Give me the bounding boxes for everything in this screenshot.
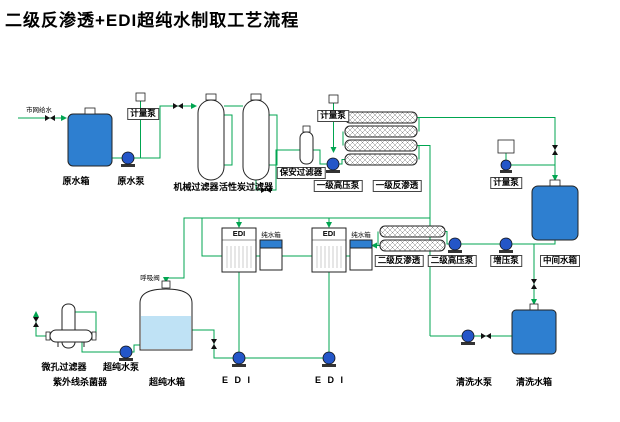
valve-icon <box>45 115 55 121</box>
valve-icon <box>261 187 271 193</box>
valve-icon <box>552 145 558 155</box>
security-filter-label: 保安过滤器 <box>276 167 326 179</box>
metering-pump-right-symbol <box>500 159 512 173</box>
pipe <box>192 329 233 359</box>
pipe <box>132 344 140 353</box>
edi-pump-2-symbol <box>322 351 336 367</box>
valve-icon <box>531 279 537 289</box>
pipe <box>224 114 233 166</box>
pipe <box>512 240 556 245</box>
booster-pump-label: 增压泵 <box>490 255 522 267</box>
ultrapure-water-tank <box>139 280 193 351</box>
pure-tank-1-label: 纯水箱 <box>261 232 281 239</box>
pipe <box>339 159 345 165</box>
metering-pump-mid-label: 计量泵 <box>317 110 349 122</box>
pure-tank-2-label: 纯水箱 <box>351 232 371 239</box>
micro-filter-unit <box>45 329 97 347</box>
valve-icon <box>211 339 217 349</box>
stage2-ro-membranes <box>379 225 446 252</box>
ultrapure-pump-symbol <box>119 345 133 361</box>
carbon-filter-label: 活性炭过滤器 <box>218 182 274 192</box>
cleaning-tank-label: 清洗水箱 <box>515 377 553 387</box>
mechanical-filter <box>197 93 225 181</box>
pipe <box>255 149 300 191</box>
edi-unit-2-label: EDI <box>322 229 336 238</box>
edi-unit-1 <box>221 227 257 273</box>
intermediate-tank <box>531 179 579 241</box>
stage2-ro-label: 二级反渗透 <box>374 255 424 267</box>
stage2-hp-pump-symbol <box>448 237 462 253</box>
raw-water-tank-label: 原水箱 <box>62 176 90 186</box>
pure-water-tank-2 <box>349 239 373 271</box>
edi-unit-1-label: EDI <box>232 229 246 238</box>
pipe <box>417 117 558 181</box>
cleaning-pump-label: 清洗水泵 <box>455 377 493 387</box>
raw-water-tank <box>67 107 113 167</box>
edi-system-1-label: E D I <box>221 375 253 385</box>
metering-pump-right-label: 计量泵 <box>490 177 522 189</box>
cleaning-tank <box>511 303 557 355</box>
pipe-network <box>18 101 558 359</box>
stage1-hp-pump-label: 一级高压泵 <box>313 180 363 192</box>
uv-sterilizer-label: 紫外线杀菌器 <box>52 377 108 387</box>
ultrapure-pump-label: 超纯水泵 <box>102 362 140 372</box>
stage1-hp-pump-symbol <box>326 157 340 173</box>
ultrapure-tank-label: 超纯水箱 <box>148 377 186 387</box>
pure-water-tank-1 <box>259 239 283 271</box>
pipe <box>163 217 202 283</box>
valve-icon <box>481 333 491 339</box>
raw-water-pump-label: 原水泵 <box>117 176 145 186</box>
page-title: 二级反渗透+EDI超纯水制取工艺流程 <box>5 11 300 30</box>
micro-filter-label: 微孔过滤器 <box>41 362 87 372</box>
booster-pump-symbol <box>499 237 513 253</box>
stage1-ro-label: 一级反渗透 <box>372 180 422 192</box>
intermediate-tank-label: 中间水箱 <box>539 255 581 267</box>
valve-icon <box>173 103 183 109</box>
valve-icon <box>33 317 39 327</box>
edi-unit-2 <box>311 227 347 273</box>
pipe <box>269 114 278 166</box>
carbon-filter <box>242 93 270 181</box>
pipe <box>445 231 449 245</box>
metering-pump-mid-symbol <box>328 94 339 104</box>
security-filter <box>299 125 314 165</box>
cleaning-pump-symbol <box>461 329 475 345</box>
pipe <box>201 218 222 257</box>
pipe <box>313 149 327 165</box>
stage2-hp-pump-label: 二级高压泵 <box>427 255 477 267</box>
mechanical-filter-label: 机械过滤器 <box>173 182 219 192</box>
metering-pump-top-symbol <box>135 92 146 102</box>
pipe <box>417 145 431 336</box>
metering-tank-right <box>497 139 515 154</box>
municipal-water-label: 市网给水 <box>26 107 52 114</box>
raw-water-pump-symbol <box>121 151 135 167</box>
metering-pump-top-label: 计量泵 <box>127 108 159 120</box>
edi-system-2-label: E D I <box>314 375 346 385</box>
stage1-ro-membranes <box>344 111 418 166</box>
breather-valve-label: 呼吸阀 <box>140 275 160 282</box>
edi-pump-1-symbol <box>232 351 246 367</box>
